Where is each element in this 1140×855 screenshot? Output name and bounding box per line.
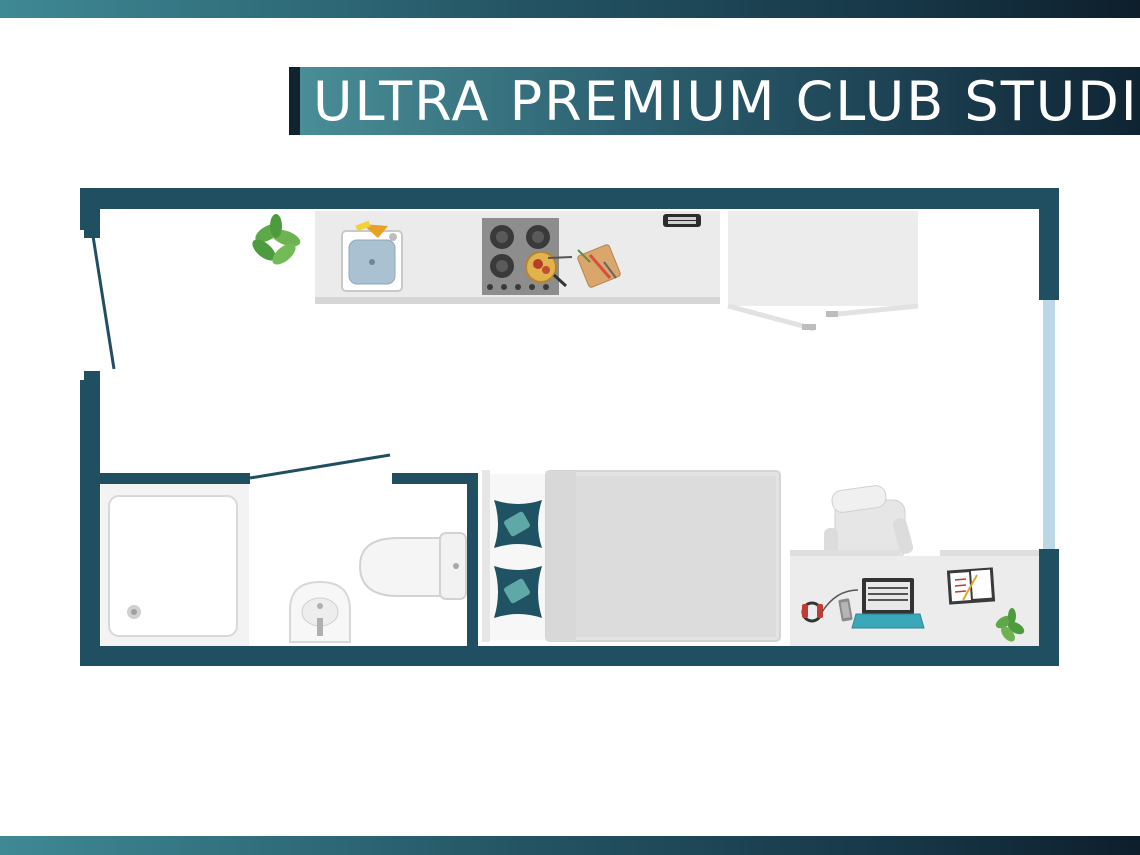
walls <box>80 188 1059 666</box>
pillow-icon <box>494 500 542 618</box>
kitchen-counter-edge <box>315 297 720 304</box>
plant-icon <box>252 214 301 265</box>
wall-top <box>80 188 1059 209</box>
window <box>1043 300 1055 549</box>
wall-left-upper <box>80 188 100 230</box>
top-band <box>0 0 1140 18</box>
phone-icon <box>838 598 853 622</box>
toilet-icon <box>358 532 467 600</box>
door-stop-upper <box>84 228 100 238</box>
laptop-icon <box>851 578 925 629</box>
shower-tray-icon <box>101 484 249 646</box>
notebook-icon <box>946 567 996 605</box>
entrance-door <box>91 235 116 370</box>
door-stop-lower <box>84 371 100 381</box>
toaster-icon <box>663 214 701 227</box>
frying-pan-icon <box>525 251 573 288</box>
wall-right-lower <box>1039 549 1059 666</box>
wall-left-lower <box>80 380 100 666</box>
page-title: ULTRA PREMIUM CLUB STUDIO <box>313 70 1140 133</box>
headphones-icon <box>801 589 859 623</box>
desk-icon <box>790 550 1039 646</box>
bathroom-wall-top-right <box>392 473 478 484</box>
title-bar: ULTRA PREMIUM CLUB STUDIO <box>289 67 1140 135</box>
title-accent <box>289 67 300 135</box>
office-chair-icon <box>824 485 914 564</box>
bathroom-wall-right <box>467 473 478 646</box>
bidet-icon <box>289 580 351 643</box>
sink-icon <box>341 220 403 292</box>
wall-right-upper <box>1039 188 1059 300</box>
bottom-band <box>0 836 1140 855</box>
wall-bottom <box>80 646 1059 666</box>
cutting-board-icon <box>577 244 621 288</box>
plant-icon <box>995 608 1025 642</box>
fridge-icon <box>727 211 919 332</box>
bathroom-door <box>249 453 391 480</box>
bathroom-wall-top-left <box>100 473 250 484</box>
bed-icon <box>482 470 781 642</box>
